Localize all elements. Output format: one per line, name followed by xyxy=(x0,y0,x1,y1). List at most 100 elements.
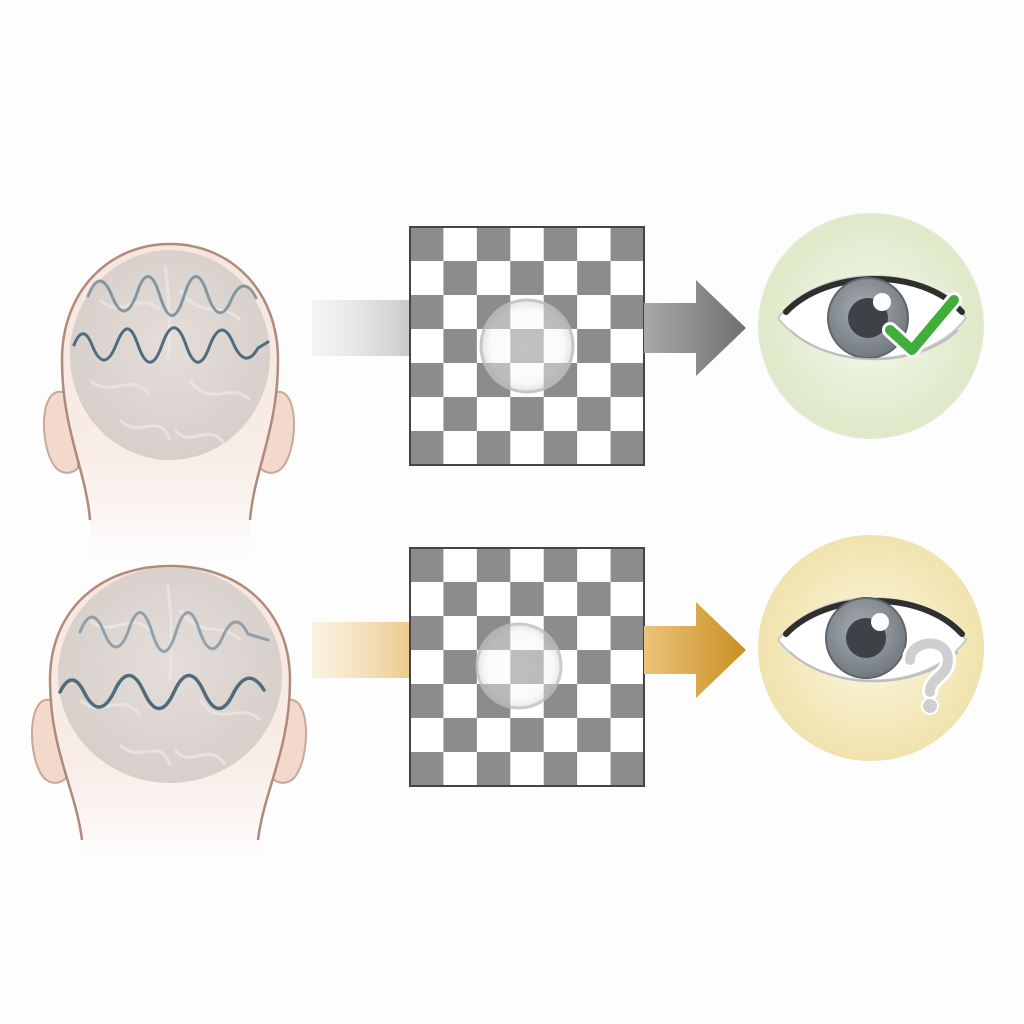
checker-cell-bottom xyxy=(510,752,545,786)
checker-cell-top xyxy=(577,397,612,432)
checker-cell-top xyxy=(476,261,511,296)
eye-bottom xyxy=(776,597,968,683)
checker-cell-bottom xyxy=(577,650,612,685)
checker-cell-bottom xyxy=(577,582,612,617)
checker-cell-bottom xyxy=(476,752,511,786)
target-stimulus-top xyxy=(479,298,575,394)
checker-cell-bottom xyxy=(610,616,644,651)
checker-cell-bottom xyxy=(577,548,612,583)
checker-cell-top xyxy=(610,363,644,398)
checker-cell-bottom xyxy=(443,582,478,617)
checker-cell-top xyxy=(577,295,612,330)
checker-cell-bottom xyxy=(510,718,545,753)
checker-cell-top xyxy=(510,431,545,465)
checker-cell-bottom xyxy=(443,548,478,583)
checker-cell-top xyxy=(543,431,578,465)
row-top xyxy=(43,213,984,560)
checker-cell-top xyxy=(443,431,478,465)
checker-cell-top xyxy=(610,261,644,296)
check-mark-top xyxy=(885,295,959,355)
checker-cell-top xyxy=(577,329,612,364)
checker-cell-top xyxy=(410,329,444,364)
checker-cell-top xyxy=(443,397,478,432)
checker-cell-bottom xyxy=(476,548,511,583)
checker-cell-top xyxy=(577,227,612,262)
checker-cell-top xyxy=(476,431,511,465)
checker-cell-bottom xyxy=(410,752,444,786)
checker-cell-bottom xyxy=(443,718,478,753)
checker-cell-top xyxy=(410,261,444,296)
checker-cell-top xyxy=(410,397,444,432)
head-bottom xyxy=(31,564,307,860)
checker-cell-top xyxy=(510,227,545,262)
checker-cell-bottom xyxy=(510,548,545,583)
checker-cell-top xyxy=(543,227,578,262)
brain-wave-top-2 xyxy=(72,326,270,364)
checker-cell-bottom xyxy=(610,582,644,617)
brain-folds-bottom xyxy=(78,584,262,766)
head-outline-top xyxy=(60,242,280,521)
checker-cell-top xyxy=(410,227,444,262)
checker-cell-top xyxy=(577,363,612,398)
checker-cell-top xyxy=(610,295,644,330)
checker-cell-bottom xyxy=(610,650,644,685)
checker-cell-bottom xyxy=(443,650,478,685)
head-top xyxy=(43,242,295,560)
checker-cell-top xyxy=(476,227,511,262)
checker-cell-bottom xyxy=(543,548,578,583)
checker-cell-bottom xyxy=(410,582,444,617)
output-arrow-bottom xyxy=(644,602,746,698)
checker-cell-bottom xyxy=(610,684,644,719)
checker-cell-bottom xyxy=(443,684,478,719)
brain-wave-bottom-2 xyxy=(58,673,266,711)
checker-cell-top xyxy=(577,261,612,296)
checker-cell-bottom xyxy=(410,548,444,583)
checker-cell-bottom xyxy=(543,752,578,786)
checker-cell-bottom xyxy=(410,616,444,651)
checker-cell-bottom xyxy=(577,718,612,753)
checker-cell-top xyxy=(610,227,644,262)
input-bar-top xyxy=(312,300,412,356)
checker-cell-top xyxy=(443,363,478,398)
question-mark-icon xyxy=(902,635,957,715)
checker-cell-bottom xyxy=(476,718,511,753)
checker-cell-top xyxy=(510,261,545,296)
row-bottom xyxy=(31,535,984,860)
input-bar-bottom xyxy=(312,622,412,678)
checker-cell-bottom xyxy=(476,582,511,617)
checker-cell-bottom xyxy=(443,752,478,786)
checker-cell-top xyxy=(543,261,578,296)
head-outline-bottom xyxy=(48,564,292,841)
checker-cell-top xyxy=(543,397,578,432)
checker-cell-top xyxy=(610,431,644,465)
checker-cell-top xyxy=(443,227,478,262)
brain-wave-bottom-1 xyxy=(78,611,270,653)
checker-cell-top xyxy=(410,363,444,398)
checker-cell-top xyxy=(610,397,644,432)
output-arrow-top xyxy=(644,280,746,376)
checker-cell-top xyxy=(610,329,644,364)
checker-cell-top xyxy=(410,431,444,465)
checker-cell-top xyxy=(443,329,478,364)
checker-cell-bottom xyxy=(410,718,444,753)
checker-cell-bottom xyxy=(577,752,612,786)
checker-cell-top xyxy=(410,295,444,330)
target-stimulus-bottom xyxy=(475,622,563,710)
checker-cell-bottom xyxy=(577,684,612,719)
checker-cell-top xyxy=(510,397,545,432)
checker-cell-bottom xyxy=(610,752,644,786)
checker-cell-top xyxy=(443,261,478,296)
checker-cell-top xyxy=(476,397,511,432)
brain-top xyxy=(70,250,270,460)
checker-cell-top xyxy=(577,431,612,465)
checker-cell-bottom xyxy=(410,650,444,685)
checker-cell-bottom xyxy=(543,718,578,753)
checker-cell-top xyxy=(443,295,478,330)
checker-cell-bottom xyxy=(610,548,644,583)
checker-cell-bottom xyxy=(510,582,545,617)
checker-cell-bottom xyxy=(543,582,578,617)
checker-cell-bottom xyxy=(443,616,478,651)
checker-cell-bottom xyxy=(610,718,644,753)
brain-wave-top-1 xyxy=(86,275,258,317)
